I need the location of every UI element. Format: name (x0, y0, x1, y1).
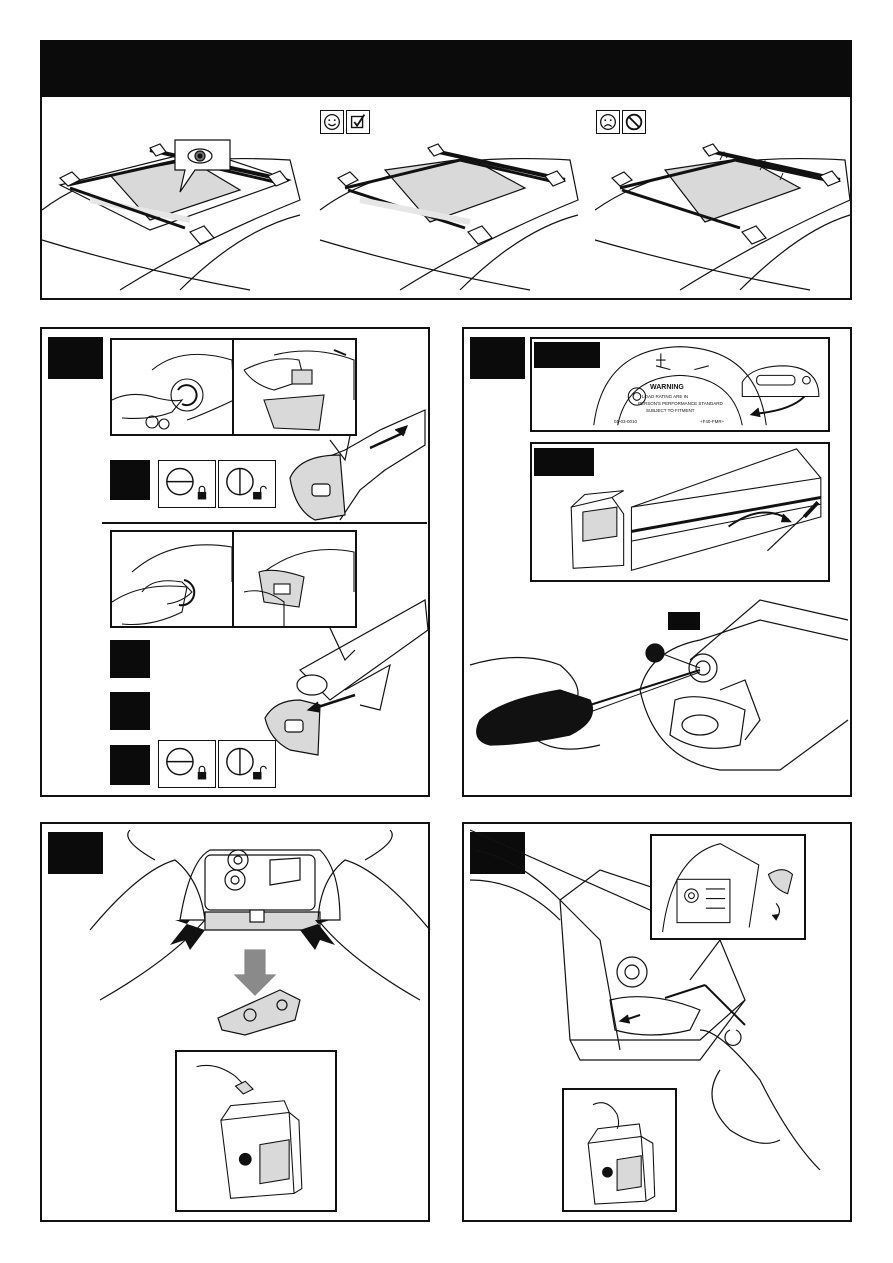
header-bar (40, 40, 852, 97)
padlock-locked-icon (158, 740, 216, 788)
checkmark-icon (346, 110, 370, 134)
smiley-sad-icon (596, 110, 620, 134)
substep-square (110, 745, 150, 785)
smiley-happy-icon (320, 110, 344, 134)
prohibited-icon (622, 110, 646, 134)
callout-label-badge (668, 612, 700, 630)
cap-pull-detail (232, 530, 357, 628)
substep-square (110, 460, 150, 500)
variant-label-badge (534, 448, 594, 476)
rail-screwdriver-detail-box (530, 442, 830, 582)
foot-cap-line-2: PERSON'S PERFORMANCE STANDARD (638, 401, 723, 406)
cap-slide-detail (232, 338, 357, 436)
cap-turn-detail (110, 530, 235, 628)
foot-cap-code-left: 01-03-0010 (614, 419, 638, 424)
disposal-box-detail (175, 1050, 337, 1212)
variant-label-badge (534, 342, 600, 368)
step-number-badge (470, 337, 525, 379)
foot-cap-code-right: +F40-FMR+ (700, 419, 725, 424)
foot-cap-line-3: SUBJECT TO FITMENT (646, 408, 695, 413)
substep-square (110, 640, 150, 678)
foot-cap-inset (650, 834, 806, 940)
substep-square (110, 692, 150, 730)
step-number-badge (48, 337, 103, 379)
key-unlock-detail (110, 338, 235, 436)
padlock-locked-icon (158, 460, 216, 508)
section-divider (102, 522, 427, 524)
step-number-badge (48, 832, 103, 874)
step-number-badge (470, 832, 525, 874)
padlock-unlocked-icon (218, 740, 276, 788)
disposal-box-detail (562, 1088, 677, 1212)
foot-cap-line-1: LOAD RATING ARE IN (642, 394, 689, 399)
foot-cap-warning: WARNING (650, 384, 684, 391)
padlock-unlocked-icon (218, 460, 276, 508)
